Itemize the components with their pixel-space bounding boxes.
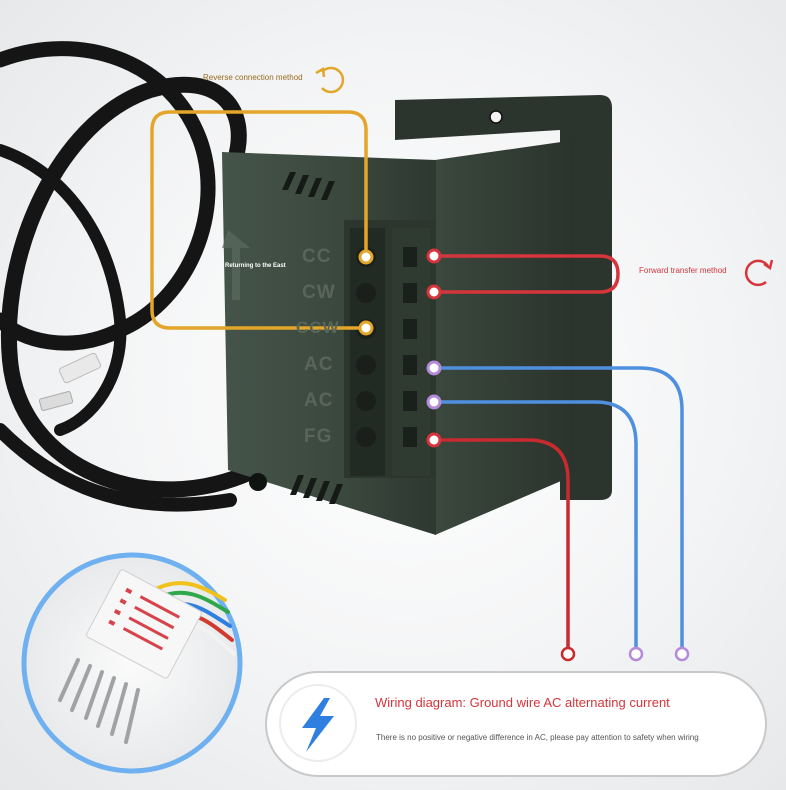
terminal-label-ccw: CCW [296, 318, 340, 337]
returning-label: Returning to the East [225, 263, 286, 269]
cable-connector [38, 352, 102, 411]
terminal-label-ac-2: AC [304, 390, 334, 411]
caption-subtitle: There is no positive or negative differe… [376, 733, 699, 742]
ac-end-dot-2 [674, 646, 690, 662]
terminal-label-cc: CC [302, 246, 332, 267]
device-side [435, 140, 575, 535]
ac-terminal-dot-2 [426, 394, 442, 410]
reverse-connection-label: Reverse connection method [203, 73, 303, 82]
terminal-label-ac-1: AC [304, 354, 334, 375]
forward-transfer-label: Forward transfer method [639, 266, 727, 275]
terminal-label-fg: FG [304, 426, 333, 447]
device-body [222, 152, 436, 535]
lightning-bolt-icon [302, 698, 334, 752]
caption-title: Wiring diagram: Ground wire AC alternati… [375, 695, 670, 710]
forward-arrow-icon [745, 259, 774, 287]
caption-box [265, 671, 767, 777]
ac-wires [434, 366, 684, 652]
connector-inset [21, 552, 243, 774]
reverse-arrow-icon [315, 66, 345, 94]
reverse-connection-wire [150, 110, 374, 336]
ac-end-dot-1 [628, 646, 644, 662]
black-cable [0, 41, 263, 512]
forward-transfer-wire [426, 248, 620, 300]
terminal-label-cw: CW [302, 282, 336, 303]
ground-wire [426, 432, 576, 662]
ac-terminal-dot-1 [426, 360, 442, 376]
